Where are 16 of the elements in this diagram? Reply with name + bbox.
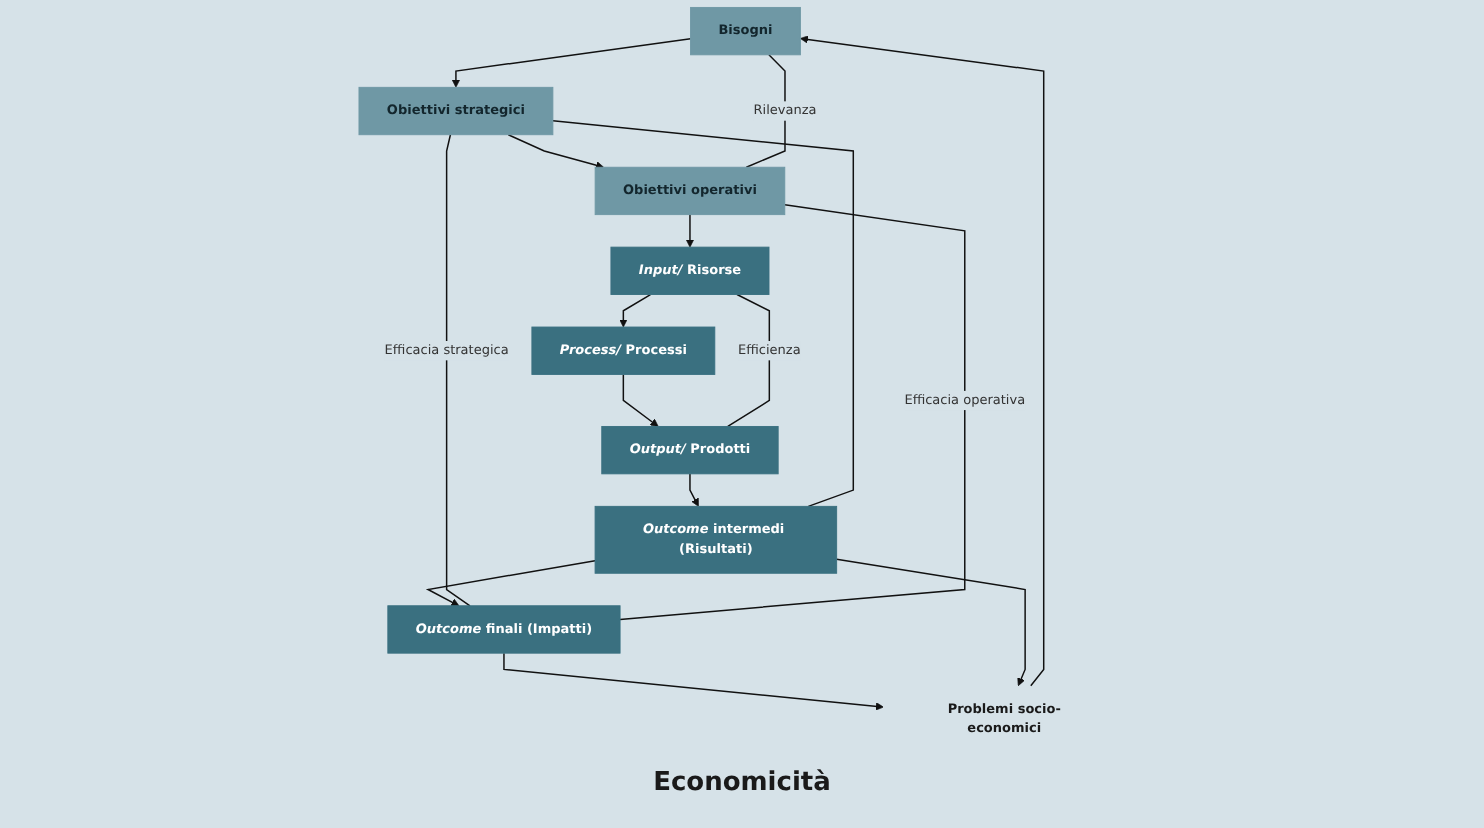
connector [552,120,855,508]
arrow [622,373,659,427]
arrow [800,35,1045,687]
arrow [503,652,884,711]
connector [727,293,771,428]
arrow [451,37,692,88]
label-text: Economicità [653,768,831,798]
arrow [685,213,695,248]
arrow [689,473,699,507]
connector [619,203,966,621]
arrow [619,293,652,328]
arrow [425,559,596,607]
arrow [507,133,604,170]
arrow [835,558,1026,687]
connector [445,133,471,607]
connector [745,54,786,168]
